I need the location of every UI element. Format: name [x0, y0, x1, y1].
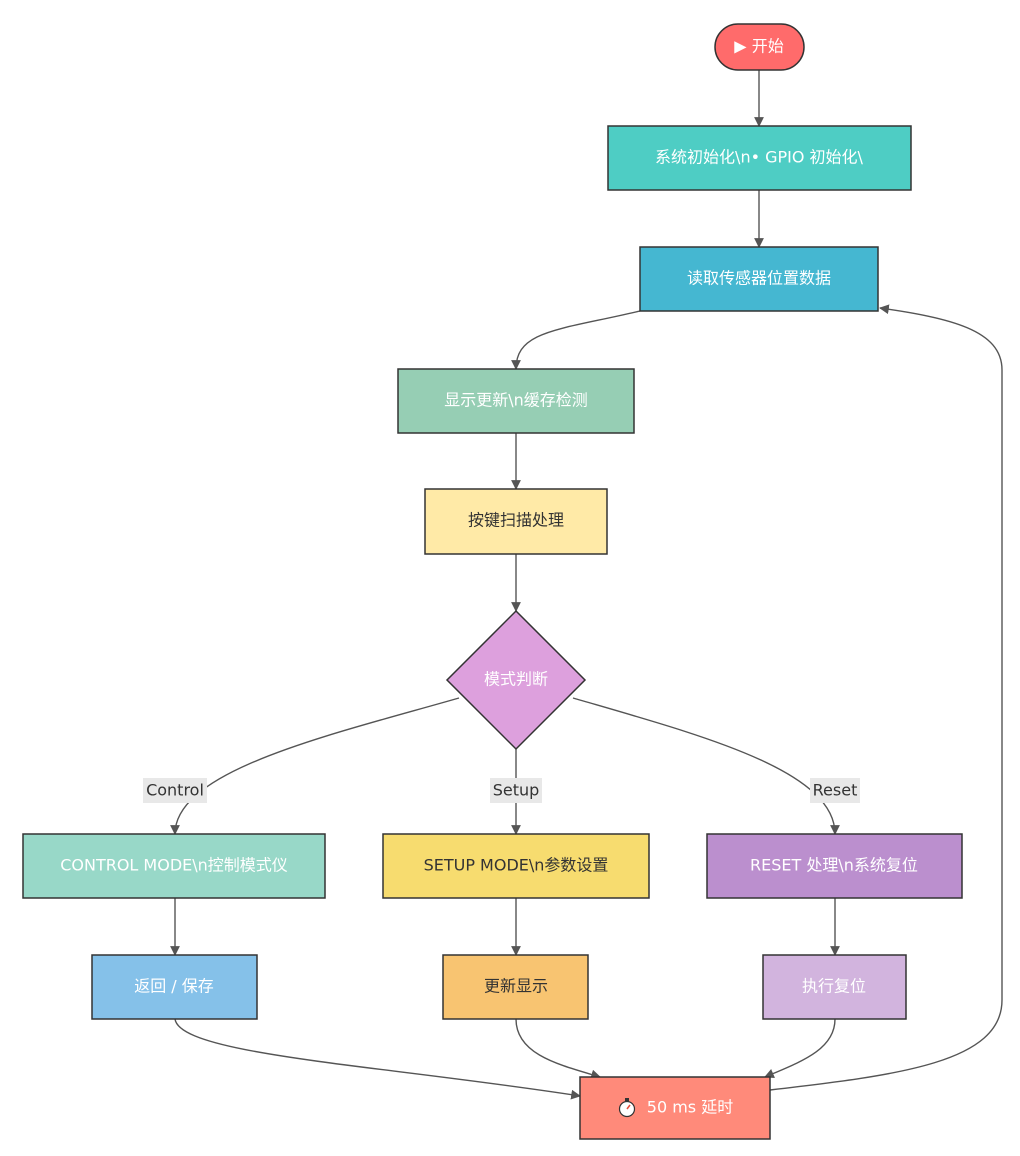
node-key-label: 按键扫描处理 [468, 511, 564, 530]
node-exec[interactable]: 执行复位 [762, 954, 907, 1020]
node-upd-label: 更新显示 [484, 977, 548, 996]
node-control-label: CONTROL MODE\n控制模式仪 [60, 856, 288, 875]
edge-label-reset-bg [810, 778, 860, 803]
stopwatch-icon [618, 1098, 636, 1118]
node-ret[interactable]: 返回 / 保存 [91, 954, 258, 1020]
node-start[interactable]: ▶ 开始 [714, 23, 805, 71]
node-start-label: ▶ 开始 [734, 37, 783, 56]
node-mode-label: 模式判断 [484, 670, 548, 689]
edge-mode-control [170, 697, 460, 835]
edge-ret-delay [174, 1018, 581, 1100]
node-control-shape [22, 833, 326, 899]
node-setup-shape [382, 833, 650, 899]
node-key-shape [424, 488, 608, 555]
node-reset[interactable]: RESET 处理\n系统复位 [706, 833, 963, 899]
node-display-shape [397, 368, 635, 434]
edge-mode-reset [572, 697, 840, 835]
node-mode[interactable]: 模式判断 [445, 609, 587, 751]
node-upd-shape [442, 954, 589, 1020]
edge-labels: Control Setup Reset [143, 778, 860, 803]
edge-label-reset: Reset [813, 781, 858, 800]
edge-upd-delay [515, 1018, 601, 1080]
node-delay-label: 50 ms 延时 [647, 1098, 733, 1117]
node-init-label: 系统初始化\n• GPIO 初始化\ [655, 148, 864, 167]
edge-label-control-bg [143, 778, 207, 803]
node-read-shape [639, 246, 879, 312]
node-reset-shape [706, 833, 963, 899]
node-mode-shape [445, 609, 587, 751]
node-display[interactable]: 显示更新\n缓存检测 [397, 368, 635, 434]
edge-label-setup: Setup [493, 781, 540, 800]
node-key[interactable]: 按键扫描处理 [424, 488, 608, 555]
node-exec-shape [762, 954, 907, 1020]
node-start-shape [714, 23, 805, 71]
node-reset-label: RESET 处理\n系统复位 [750, 856, 918, 875]
node-read[interactable]: 读取传感器位置数据 [639, 246, 879, 312]
node-init[interactable]: 系统初始化\n• GPIO 初始化\ [607, 125, 912, 191]
edge-exec-delay [764, 1018, 836, 1079]
node-control[interactable]: CONTROL MODE\n控制模式仪 [22, 833, 326, 899]
node-init-shape [607, 125, 912, 191]
node-ret-label: 返回 / 保存 [134, 977, 214, 996]
edges [170, 70, 1003, 1100]
edge-label-control: Control [146, 781, 204, 800]
node-delay[interactable]: 50 ms 延时 [579, 1076, 771, 1140]
node-read-label: 读取传感器位置数据 [687, 269, 831, 288]
node-delay-shape [579, 1076, 771, 1140]
node-ret-shape [91, 954, 258, 1020]
edge-label-setup-bg [490, 778, 542, 803]
node-display-label: 显示更新\n缓存检测 [444, 391, 588, 410]
node-setup[interactable]: SETUP MODE\n参数设置 [382, 833, 650, 899]
node-exec-label: 执行复位 [802, 977, 866, 996]
node-setup-label: SETUP MODE\n参数设置 [424, 856, 609, 875]
edge-read-display [511, 310, 641, 370]
edge-delay-read [769, 304, 1003, 1091]
node-upd[interactable]: 更新显示 [442, 954, 589, 1020]
